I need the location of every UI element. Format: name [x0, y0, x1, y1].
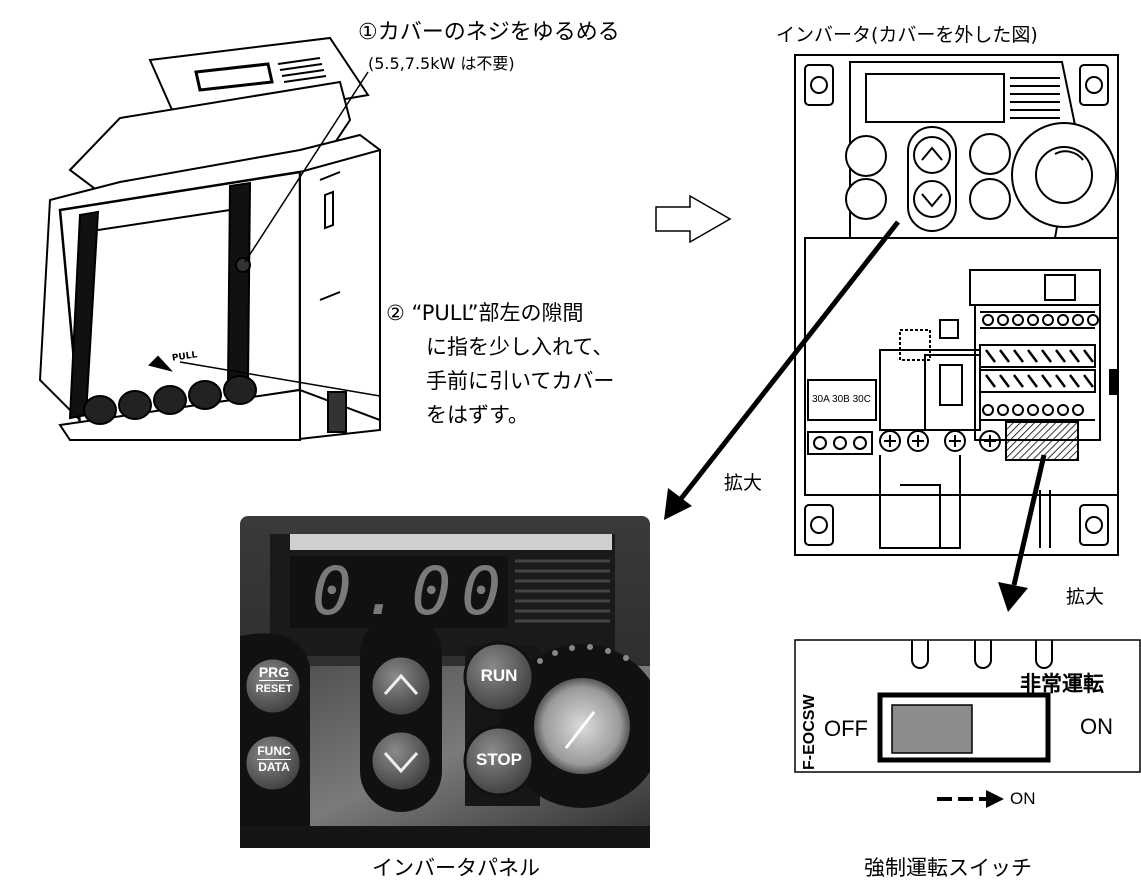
inverter-with-cover — [38, 36, 381, 442]
switch-zoom-box — [794, 639, 1141, 773]
panel-caption: インバータパネル — [372, 856, 540, 880]
switch-off-label: OFF — [824, 716, 868, 741]
inverter-panel-photo: 0.00 PRG RESET FUNC DATA RUN STOP — [240, 516, 650, 848]
up-arrow-icon[interactable] — [383, 673, 419, 695]
switch-title: 非常運転 — [1020, 672, 1104, 696]
step1-text: ①カバーのネジをゆるめる — [358, 20, 620, 45]
inverter-title: インバータ(カバーを外した図) — [776, 24, 1038, 46]
terminal-30c: 30C — [852, 394, 871, 405]
zoom-arrowhead-switch — [998, 582, 1028, 612]
run-button[interactable]: RUN — [480, 666, 518, 685]
zoom-arrow-switch — [1011, 454, 1047, 586]
step2-line-2: に指を少し入れて、 — [426, 335, 614, 359]
zoom-label-panel: 拡大 — [724, 472, 763, 494]
panel-graphics — [240, 534, 650, 848]
switch-slider[interactable] — [891, 704, 973, 754]
step1-note: (5.5,7.5kW は不要) — [368, 54, 515, 73]
func-data-button[interactable]: FUNC DATA — [248, 742, 300, 775]
inverter-without-cover — [794, 54, 1119, 556]
step2-line-4: をはずす。 — [426, 403, 529, 427]
leader-line-screw — [244, 71, 369, 263]
step2-line-1: ② “PULL”部左の隙間 — [386, 301, 584, 325]
terminal-30a: 30A — [812, 394, 830, 405]
switch-caption: 強制運転スイッチ — [864, 856, 1032, 880]
zoom-arrowhead-panel — [664, 488, 692, 520]
zoom-label-switch: 拡大 — [1066, 586, 1105, 608]
panel-display: 0.00 — [312, 553, 511, 630]
data-label: DATA — [258, 760, 290, 774]
terminal-labels: 30A 30B 30C — [812, 394, 871, 405]
switch-arrow-on-label: ON — [1010, 789, 1036, 808]
func-label: FUNC — [257, 744, 291, 760]
step2-text: ② “PULL”部左の隙間 に指を少し入れて、 手前に引いてカバー をはずす。 — [386, 296, 614, 432]
switch-on-label: ON — [1080, 714, 1113, 739]
prg-label: PRG — [258, 664, 290, 681]
on-direction-arrow-icon — [937, 790, 1004, 808]
leader-line-pull — [179, 361, 381, 397]
reset-label: RESET — [255, 683, 293, 695]
terminal-30b: 30B — [832, 394, 850, 405]
prg-reset-button[interactable]: PRG RESET — [248, 664, 300, 696]
transition-arrow-icon — [655, 194, 732, 244]
switch-side-label: F-EOCSW — [801, 694, 818, 770]
switch-location-hatch — [1005, 421, 1079, 461]
zoom-arrow-panel — [678, 220, 900, 502]
stop-button[interactable]: STOP — [476, 750, 522, 769]
step2-line-3: 手前に引いてカバー — [426, 369, 615, 393]
down-arrow-icon[interactable] — [383, 752, 419, 774]
